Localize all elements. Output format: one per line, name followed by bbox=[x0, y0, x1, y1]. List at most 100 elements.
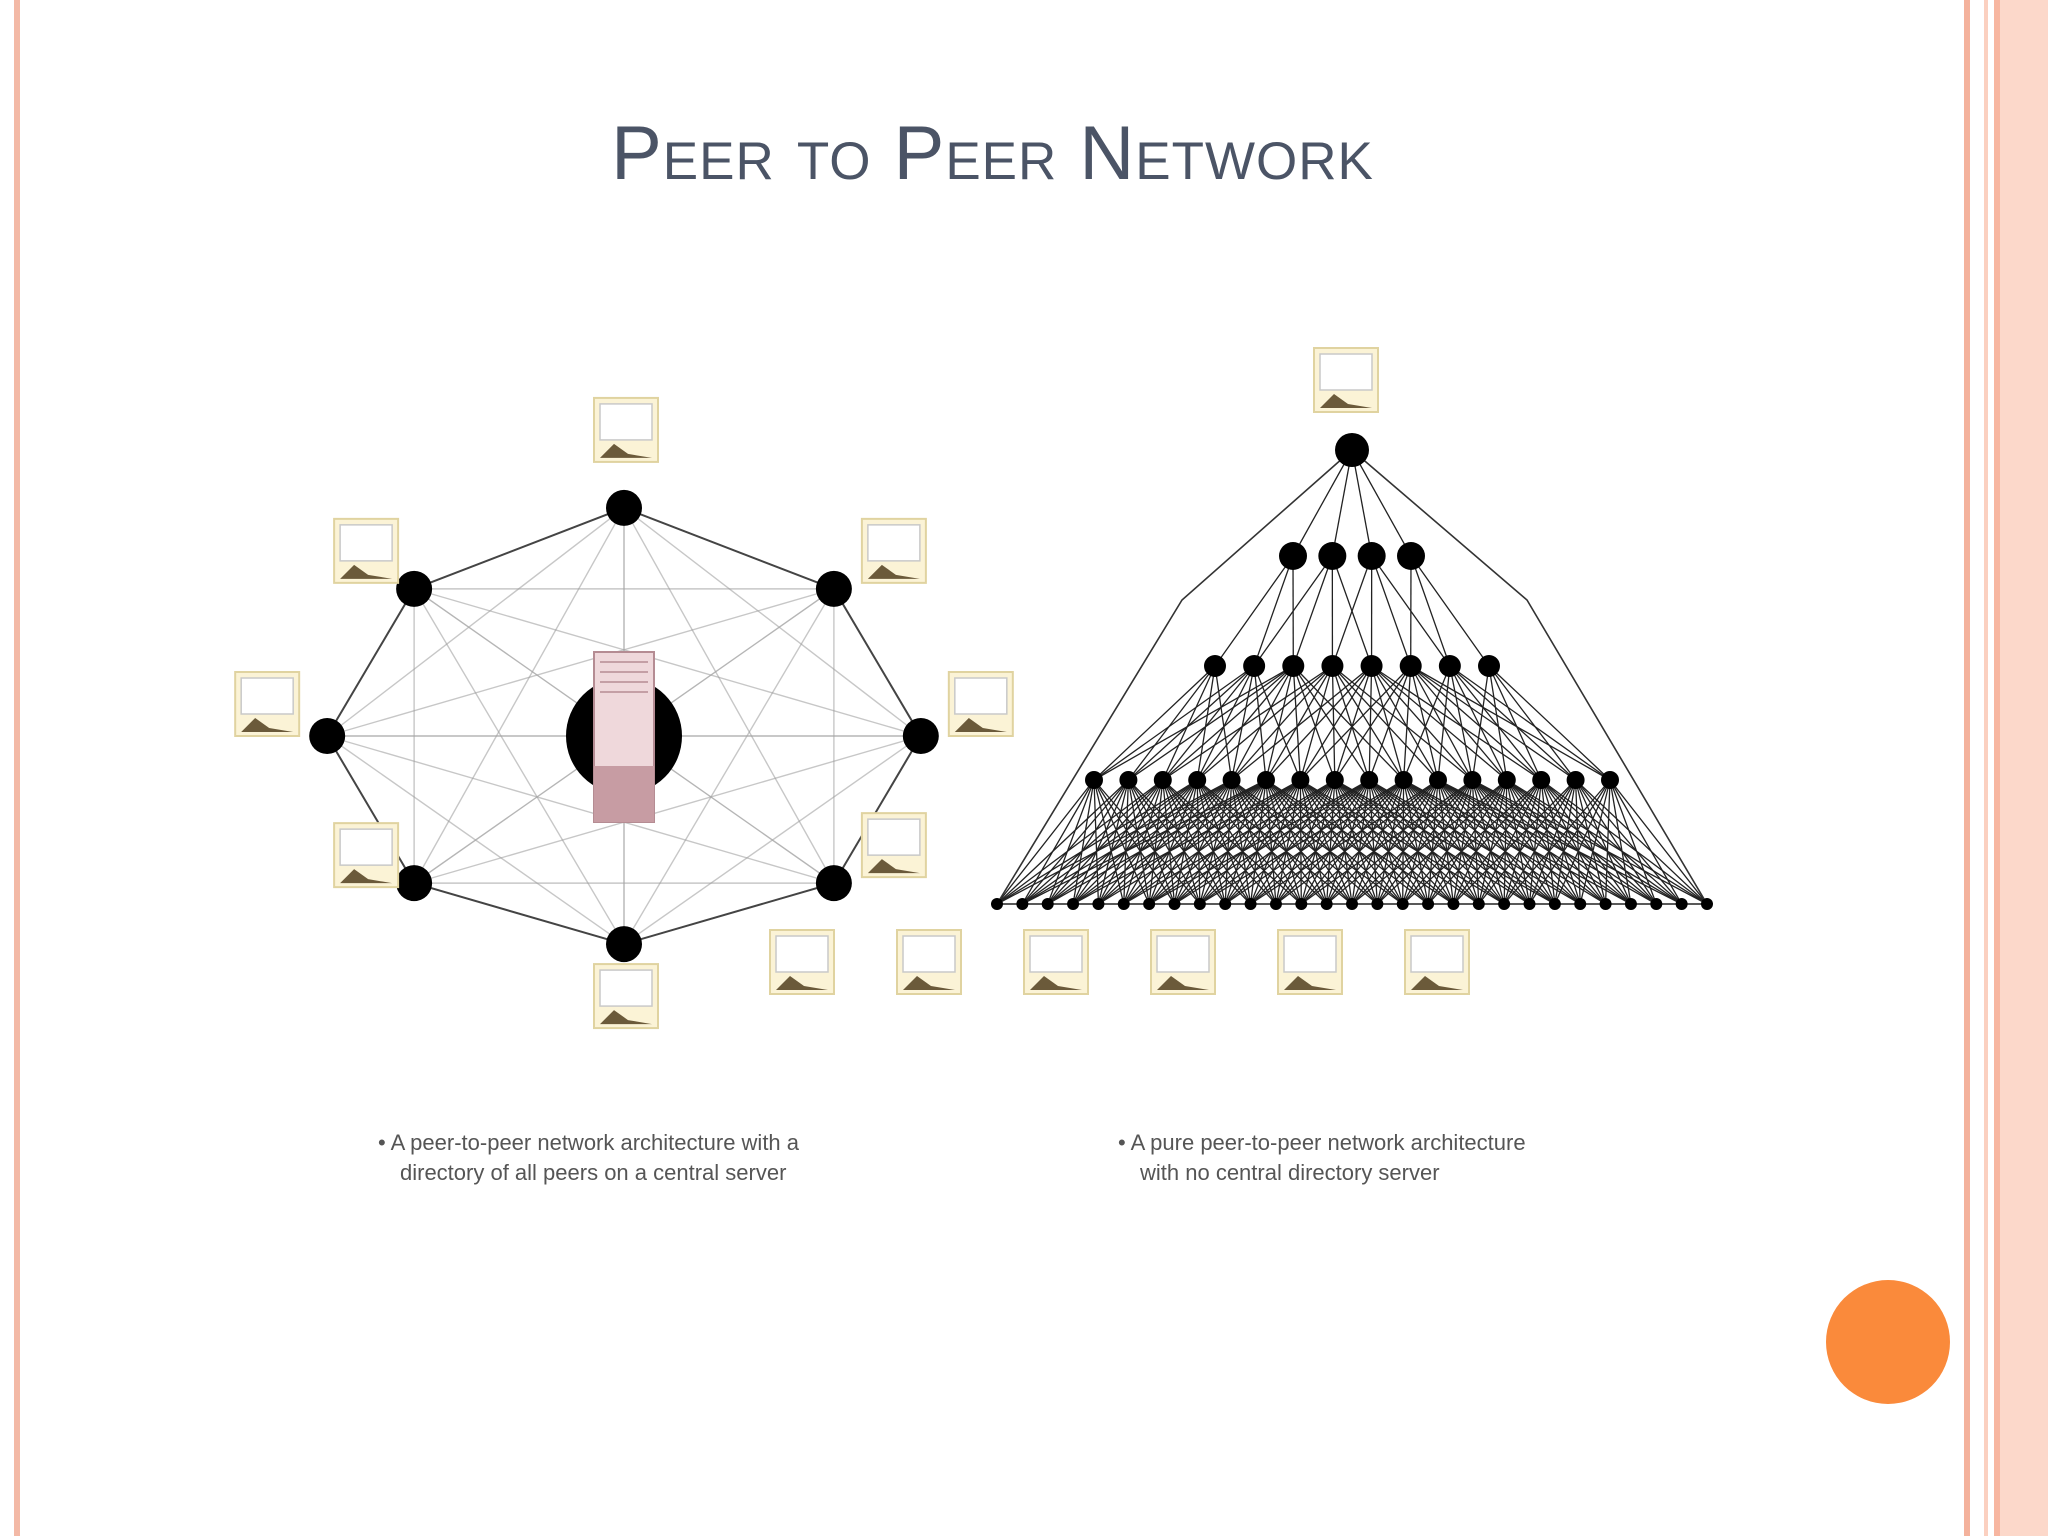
computer-icon-screen bbox=[1319, 353, 1373, 391]
tree-link bbox=[1299, 779, 1429, 905]
tree-link bbox=[1471, 779, 1505, 905]
tree-link bbox=[1196, 779, 1328, 905]
tree-link bbox=[1403, 779, 1581, 905]
tree-link bbox=[1231, 665, 1294, 781]
peer-node bbox=[396, 570, 433, 607]
tree-node bbox=[1153, 771, 1172, 789]
ring-link bbox=[833, 735, 922, 884]
tree-link bbox=[1331, 665, 1370, 781]
tree-link bbox=[1488, 665, 1508, 781]
tree-link bbox=[1300, 779, 1439, 905]
right-caption-line1: • A pure peer-to-peer network architectu… bbox=[1118, 1130, 1526, 1155]
tree-link bbox=[1368, 779, 1505, 905]
mesh-link bbox=[326, 588, 835, 737]
tree-link bbox=[1127, 665, 1216, 781]
tree-link bbox=[1402, 779, 1473, 905]
tree-node bbox=[1438, 655, 1461, 677]
tree-node bbox=[1243, 655, 1266, 677]
tree-node bbox=[1219, 898, 1232, 910]
tree-link bbox=[1072, 779, 1267, 905]
tree-link bbox=[1574, 779, 1607, 905]
tree-node bbox=[1291, 771, 1310, 789]
tree-link bbox=[1123, 779, 1233, 905]
tree-node bbox=[1321, 655, 1344, 677]
tree-link bbox=[1021, 779, 1164, 905]
peer-node bbox=[606, 489, 642, 526]
tree-link bbox=[1402, 779, 1405, 905]
tree-link bbox=[1093, 779, 1201, 905]
tree-link bbox=[1265, 665, 1333, 781]
tree-link bbox=[1506, 779, 1531, 905]
tree-link bbox=[1488, 665, 1611, 781]
tree-link bbox=[1231, 779, 1378, 905]
tree-node bbox=[1650, 898, 1663, 910]
tree-link bbox=[1072, 779, 1301, 905]
tree-link bbox=[1148, 779, 1336, 905]
tree-link bbox=[1265, 779, 1404, 905]
tree-node bbox=[1399, 655, 1422, 677]
tree-node bbox=[1325, 771, 1344, 789]
tree-link bbox=[1265, 779, 1454, 905]
tree-link bbox=[1021, 779, 1095, 905]
computer-icon-screen bbox=[1283, 935, 1337, 973]
tree-link bbox=[1162, 779, 1302, 905]
tree-link bbox=[1148, 779, 1233, 905]
tree-link bbox=[1368, 779, 1530, 905]
tree-link bbox=[1162, 665, 1333, 781]
tree-link bbox=[1331, 449, 1353, 557]
computer-icon bbox=[1150, 929, 1216, 995]
tree-link bbox=[1224, 779, 1336, 905]
tree-node bbox=[1497, 771, 1516, 789]
tree-link bbox=[1370, 665, 1405, 781]
tree-link bbox=[1265, 779, 1378, 905]
tree-link bbox=[1334, 665, 1373, 781]
computer-icon-screen bbox=[240, 677, 294, 715]
mesh-link bbox=[326, 735, 835, 884]
tree-link bbox=[1253, 665, 1302, 781]
computer-icon-base bbox=[1320, 394, 1372, 408]
tree-link bbox=[1093, 665, 1255, 781]
tree-link bbox=[1334, 779, 1429, 905]
tree-link bbox=[1250, 779, 1336, 905]
tree-link bbox=[1506, 779, 1607, 905]
tree-link bbox=[1199, 779, 1301, 905]
tree-link bbox=[1410, 665, 1611, 781]
tree-link bbox=[1506, 779, 1556, 905]
tree-link bbox=[1299, 665, 1334, 781]
tree-link bbox=[1540, 779, 1607, 905]
tree-link bbox=[1478, 779, 1577, 905]
slide-frame-right bbox=[1958, 0, 2048, 1536]
peer-node bbox=[902, 718, 939, 754]
computer-icon-base bbox=[867, 859, 920, 874]
tree-link bbox=[1437, 779, 1606, 905]
peer-node bbox=[606, 926, 642, 963]
tree-link bbox=[1174, 779, 1336, 905]
computer-icon bbox=[234, 671, 301, 737]
tree-link bbox=[1351, 449, 1373, 557]
tree-link bbox=[1326, 779, 1370, 905]
tree-node bbox=[1357, 542, 1386, 570]
right-diagram-caption: • A pure peer-to-peer network architectu… bbox=[1118, 1128, 1638, 1188]
slide-frame-left bbox=[14, 0, 20, 1536]
tree-node bbox=[1041, 898, 1054, 910]
tree-link bbox=[1173, 779, 1267, 905]
tree-link bbox=[1299, 779, 1454, 905]
tree-link bbox=[1231, 665, 1372, 781]
tree-link bbox=[1292, 665, 1302, 781]
tree-link bbox=[1196, 665, 1255, 781]
tree-link bbox=[1449, 665, 1577, 781]
tree-link bbox=[1265, 665, 1294, 781]
peer-node bbox=[396, 865, 433, 902]
diagram-panel bbox=[230, 300, 1720, 1200]
tree-link bbox=[1098, 779, 1301, 905]
tree-link bbox=[1471, 779, 1607, 905]
tree-link bbox=[1047, 779, 1267, 905]
tree-link bbox=[1300, 779, 1505, 905]
tree-link bbox=[1371, 555, 1412, 667]
tree-link bbox=[1554, 779, 1611, 905]
tree-node bbox=[1092, 898, 1105, 910]
slide-title: Peer to Peer Network bbox=[611, 111, 1374, 196]
tree-link bbox=[1231, 779, 1404, 905]
tree-link bbox=[1437, 779, 1531, 905]
tree-link bbox=[1292, 449, 1353, 557]
